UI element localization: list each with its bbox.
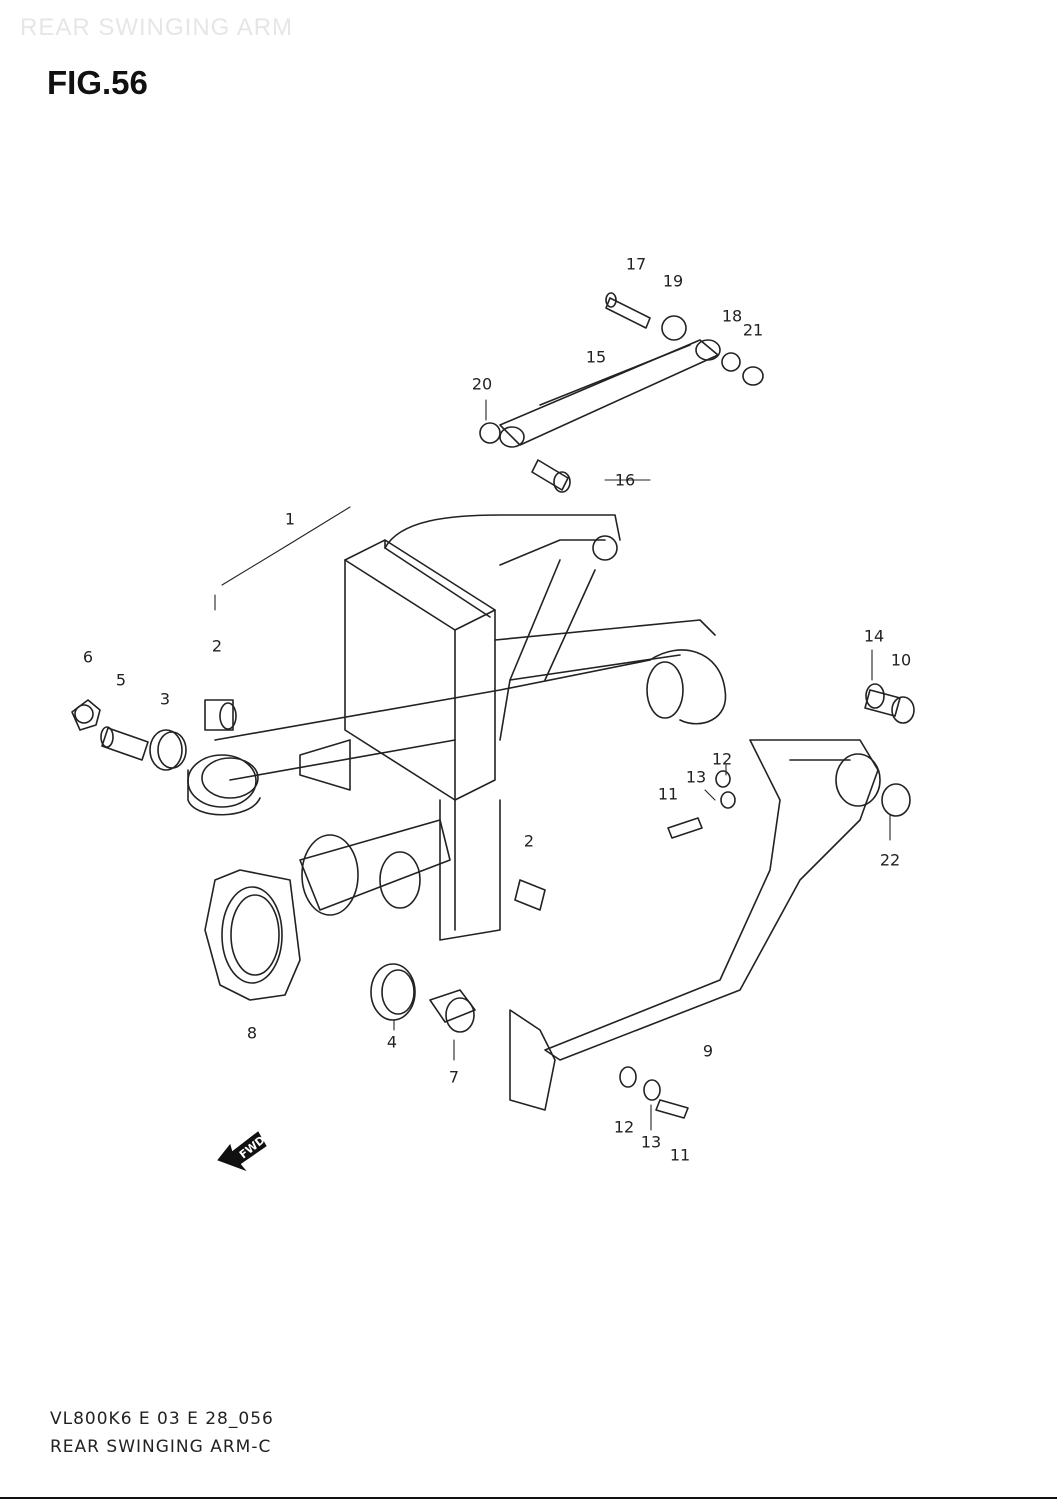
bolt-16 bbox=[531, 459, 571, 493]
part-label-20: 20 bbox=[471, 374, 493, 394]
cap-22 bbox=[881, 783, 911, 817]
part-label-1: 1 bbox=[284, 509, 296, 529]
bearing-3 bbox=[149, 729, 187, 771]
bolt-17 bbox=[605, 292, 651, 329]
nut-21 bbox=[742, 366, 764, 386]
part-label-11: 11 bbox=[669, 1145, 691, 1165]
part-label-22: 22 bbox=[879, 850, 901, 870]
leader-lines bbox=[214, 399, 891, 1131]
nut-20 bbox=[479, 422, 501, 444]
part-label-16: 16 bbox=[614, 470, 636, 490]
part-label-9: 9 bbox=[702, 1041, 714, 1061]
part-label-11: 11 bbox=[657, 784, 679, 804]
part-label-15: 15 bbox=[585, 347, 607, 367]
bottom-border bbox=[0, 1497, 1057, 1499]
pivot-boss-left bbox=[187, 754, 261, 816]
part-label-19: 19 bbox=[662, 271, 684, 291]
torque-link-15 bbox=[499, 339, 721, 448]
pivot-shaft-5 bbox=[100, 726, 149, 761]
part-label-2: 2 bbox=[211, 636, 223, 656]
part-label-18: 18 bbox=[721, 306, 743, 326]
part-label-6: 6 bbox=[82, 647, 94, 667]
part-label-13: 13 bbox=[685, 767, 707, 787]
part-label-14: 14 bbox=[863, 626, 885, 646]
gear-case-ring-8 bbox=[204, 869, 301, 1001]
part-label-4: 4 bbox=[386, 1032, 398, 1052]
brake-torque-arm-9 bbox=[509, 739, 881, 1111]
collar-2 bbox=[204, 699, 237, 731]
part-label-12: 12 bbox=[613, 1117, 635, 1137]
bolt-10 bbox=[864, 683, 915, 724]
plug-7 bbox=[429, 989, 476, 1033]
nut-6 bbox=[71, 699, 101, 731]
part-label-3: 3 bbox=[159, 689, 171, 709]
bearing-4 bbox=[370, 963, 416, 1021]
part-label-7: 7 bbox=[448, 1067, 460, 1087]
diagram-caption: REAR SWINGING ARM-C bbox=[50, 1437, 272, 1457]
part-label-10: 10 bbox=[890, 650, 912, 670]
washer-19 bbox=[661, 315, 687, 341]
fwd-arrow-icon: FWD bbox=[217, 1131, 268, 1172]
swinging-arm-1 bbox=[214, 514, 727, 941]
bolt-set-lower bbox=[619, 1066, 689, 1119]
part-label-5: 5 bbox=[115, 670, 127, 690]
figure-title: FIG.56 bbox=[47, 64, 148, 101]
watermark-title: REAR SWINGING ARM bbox=[20, 14, 294, 41]
washer-18 bbox=[721, 352, 741, 372]
diagram-code: VL800K6 E 03 E 28_056 bbox=[50, 1409, 274, 1429]
part-label-12: 12 bbox=[711, 749, 733, 769]
bolt-set-upper bbox=[667, 770, 736, 839]
part-label-2: 2 bbox=[523, 831, 535, 851]
part-label-21: 21 bbox=[742, 320, 764, 340]
part-label-13: 13 bbox=[640, 1132, 662, 1152]
part-label-17: 17 bbox=[625, 254, 647, 274]
part-label-8: 8 bbox=[246, 1023, 258, 1043]
